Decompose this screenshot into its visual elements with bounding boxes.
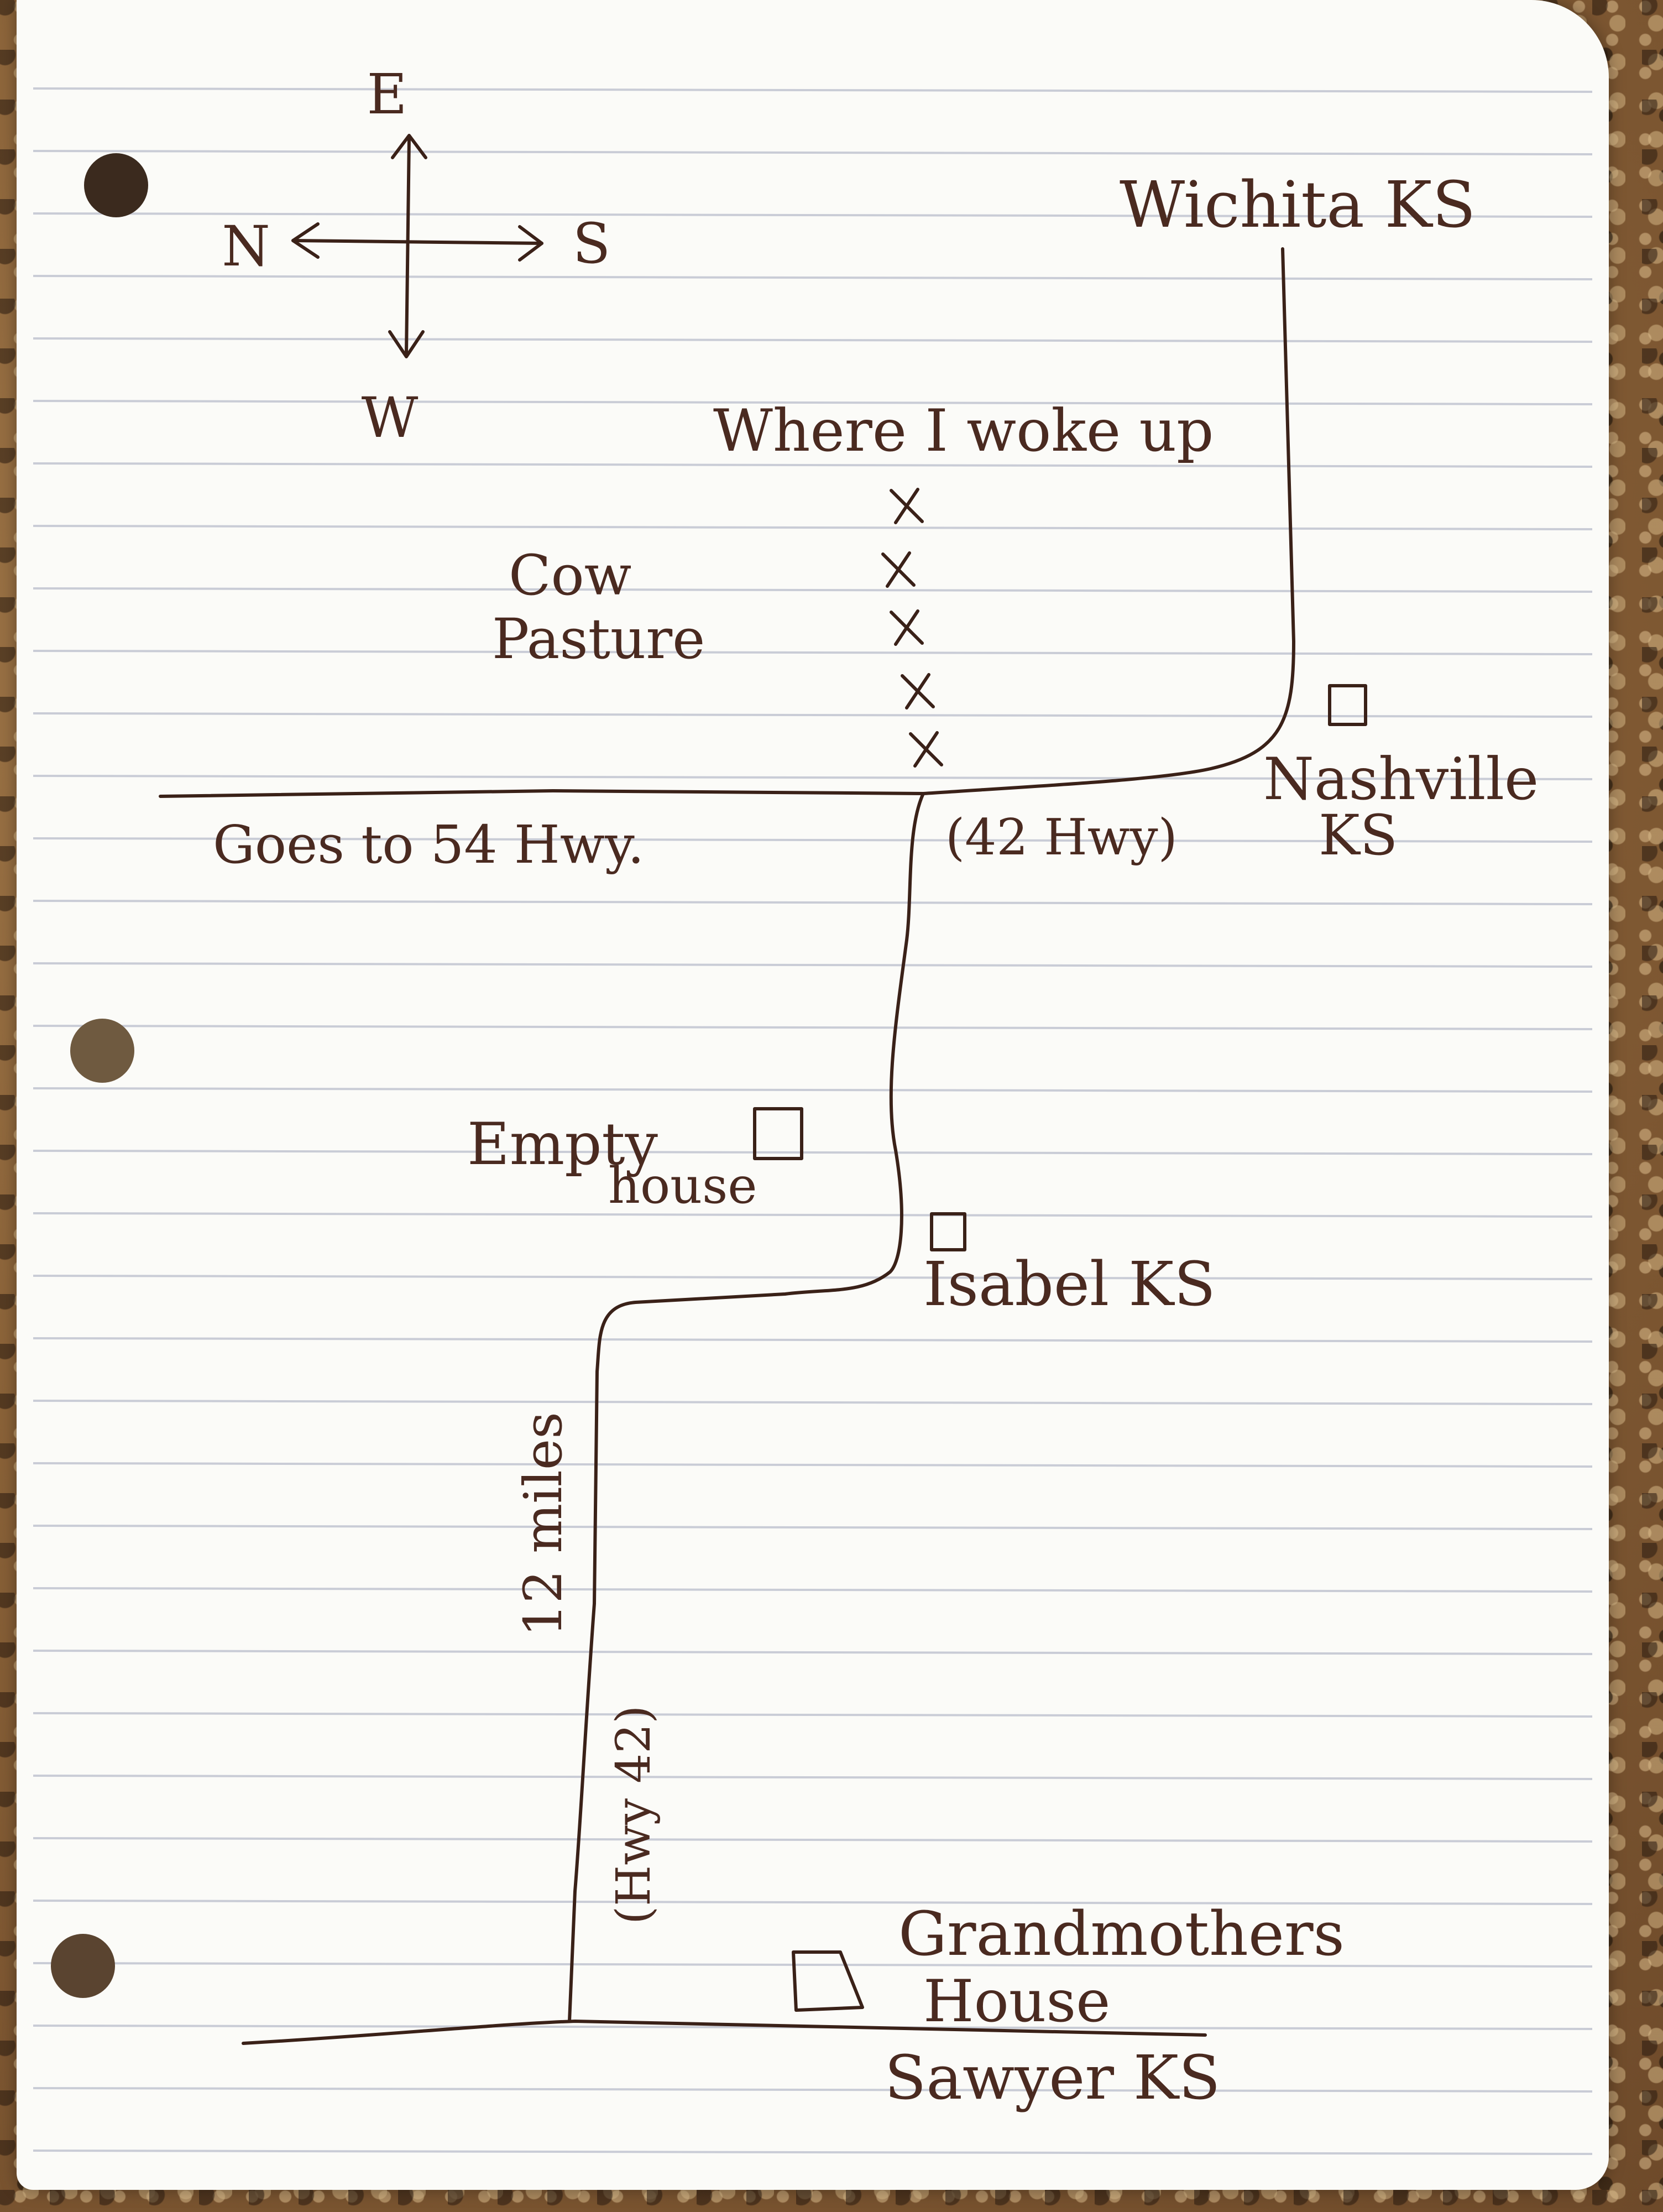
ruled-line xyxy=(33,962,1593,968)
ruled-line xyxy=(33,1775,1593,1780)
label-nashville: Nashville xyxy=(1263,745,1539,813)
ruled-line xyxy=(33,1087,1593,1093)
compass-right-arrow xyxy=(518,225,543,262)
label-42-hwy-top: (42 Hwy) xyxy=(945,808,1178,867)
ruled-line xyxy=(33,1650,1593,1655)
x-mark xyxy=(909,731,943,768)
binder-hole-middle xyxy=(70,1019,134,1083)
label-house: house xyxy=(608,1157,757,1215)
compass-horizontal-line xyxy=(291,239,543,245)
label-sawyer-ks: Sawyer KS xyxy=(885,2042,1220,2113)
road-hwy42-to-wichita xyxy=(159,247,1295,798)
label-grandmothers-house: House xyxy=(923,1968,1110,2035)
compass-rose xyxy=(291,134,543,358)
ruled-line xyxy=(33,1337,1593,1343)
label-where-i-woke-up: Where I woke up xyxy=(713,397,1214,465)
ruled-lines xyxy=(33,87,1593,2155)
ruled-line xyxy=(33,1525,1593,1530)
grandmothers-house-building-icon xyxy=(792,1950,864,2012)
compass-up-arrow xyxy=(391,134,427,159)
label-empty: Empty xyxy=(467,1110,658,1178)
ruled-line xyxy=(33,1962,1593,1968)
ruled-line xyxy=(33,775,1593,780)
nashville-building-icon xyxy=(1328,684,1367,726)
empty-house-building-icon xyxy=(753,1107,803,1160)
ruled-line xyxy=(33,1025,1593,1030)
ruled-line xyxy=(33,400,1593,405)
ruled-line xyxy=(33,900,1593,905)
compass-vertical-line xyxy=(405,137,411,356)
ruled-line xyxy=(33,1400,1593,1405)
label-goes-to-54-hwy: Goes to 54 Hwy. xyxy=(213,815,644,875)
compass-down-arrow xyxy=(388,330,425,358)
compass-right-letter: S xyxy=(573,211,611,276)
ruled-line xyxy=(33,1900,1593,1905)
ruled-line xyxy=(33,212,1593,218)
label-wichita-ks: Wichita KS xyxy=(1120,168,1476,242)
ruled-line xyxy=(33,1150,1593,1155)
ruled-line xyxy=(33,712,1593,718)
ruled-line xyxy=(33,650,1593,655)
road-sawyer xyxy=(242,2020,1207,2045)
ruled-line xyxy=(33,2150,1593,2155)
ruled-line xyxy=(33,1212,1593,1218)
label-nashville-ks: KS xyxy=(1319,803,1398,868)
compass-left-arrow xyxy=(291,222,320,259)
ruled-line xyxy=(33,87,1593,93)
x-mark xyxy=(901,673,935,709)
x-mark xyxy=(881,551,916,588)
binder-hole-bottom xyxy=(51,1934,115,1998)
label-grandmothers: Grandmothers xyxy=(898,1898,1345,1969)
label-hwy-42-vertical: (Hwy 42) xyxy=(606,1705,661,1924)
ruled-line xyxy=(33,150,1593,155)
ruled-line xyxy=(33,1587,1593,1593)
binder-hole-top xyxy=(84,153,148,217)
isabel-building-icon xyxy=(930,1212,966,1251)
label-cow: Cow xyxy=(509,543,631,608)
label-pasture: Pasture xyxy=(492,607,705,671)
ruled-line xyxy=(33,1837,1593,1843)
x-marks-path xyxy=(881,488,943,768)
ruled-line xyxy=(33,275,1593,280)
ruled-line xyxy=(33,1462,1593,1468)
compass-bottom-letter: W xyxy=(362,385,419,450)
ruled-line xyxy=(33,2087,1593,2093)
x-mark xyxy=(890,488,924,524)
notebook-paper xyxy=(17,0,1609,2190)
ruled-line xyxy=(33,1275,1593,1280)
compass-left-letter: N xyxy=(222,214,270,279)
ruled-line xyxy=(33,462,1593,468)
ruled-line xyxy=(33,1712,1593,1718)
label-isabel-ks: Isabel KS xyxy=(923,1249,1216,1319)
x-mark xyxy=(890,609,924,646)
label-12-miles: 12 miles xyxy=(513,1412,574,1637)
ruled-line xyxy=(33,525,1593,530)
ruled-line xyxy=(33,587,1593,593)
ruled-line xyxy=(33,837,1593,843)
road-hwy42-south xyxy=(568,792,925,2023)
compass-top-letter: E xyxy=(367,62,407,127)
ruled-line xyxy=(33,337,1593,343)
